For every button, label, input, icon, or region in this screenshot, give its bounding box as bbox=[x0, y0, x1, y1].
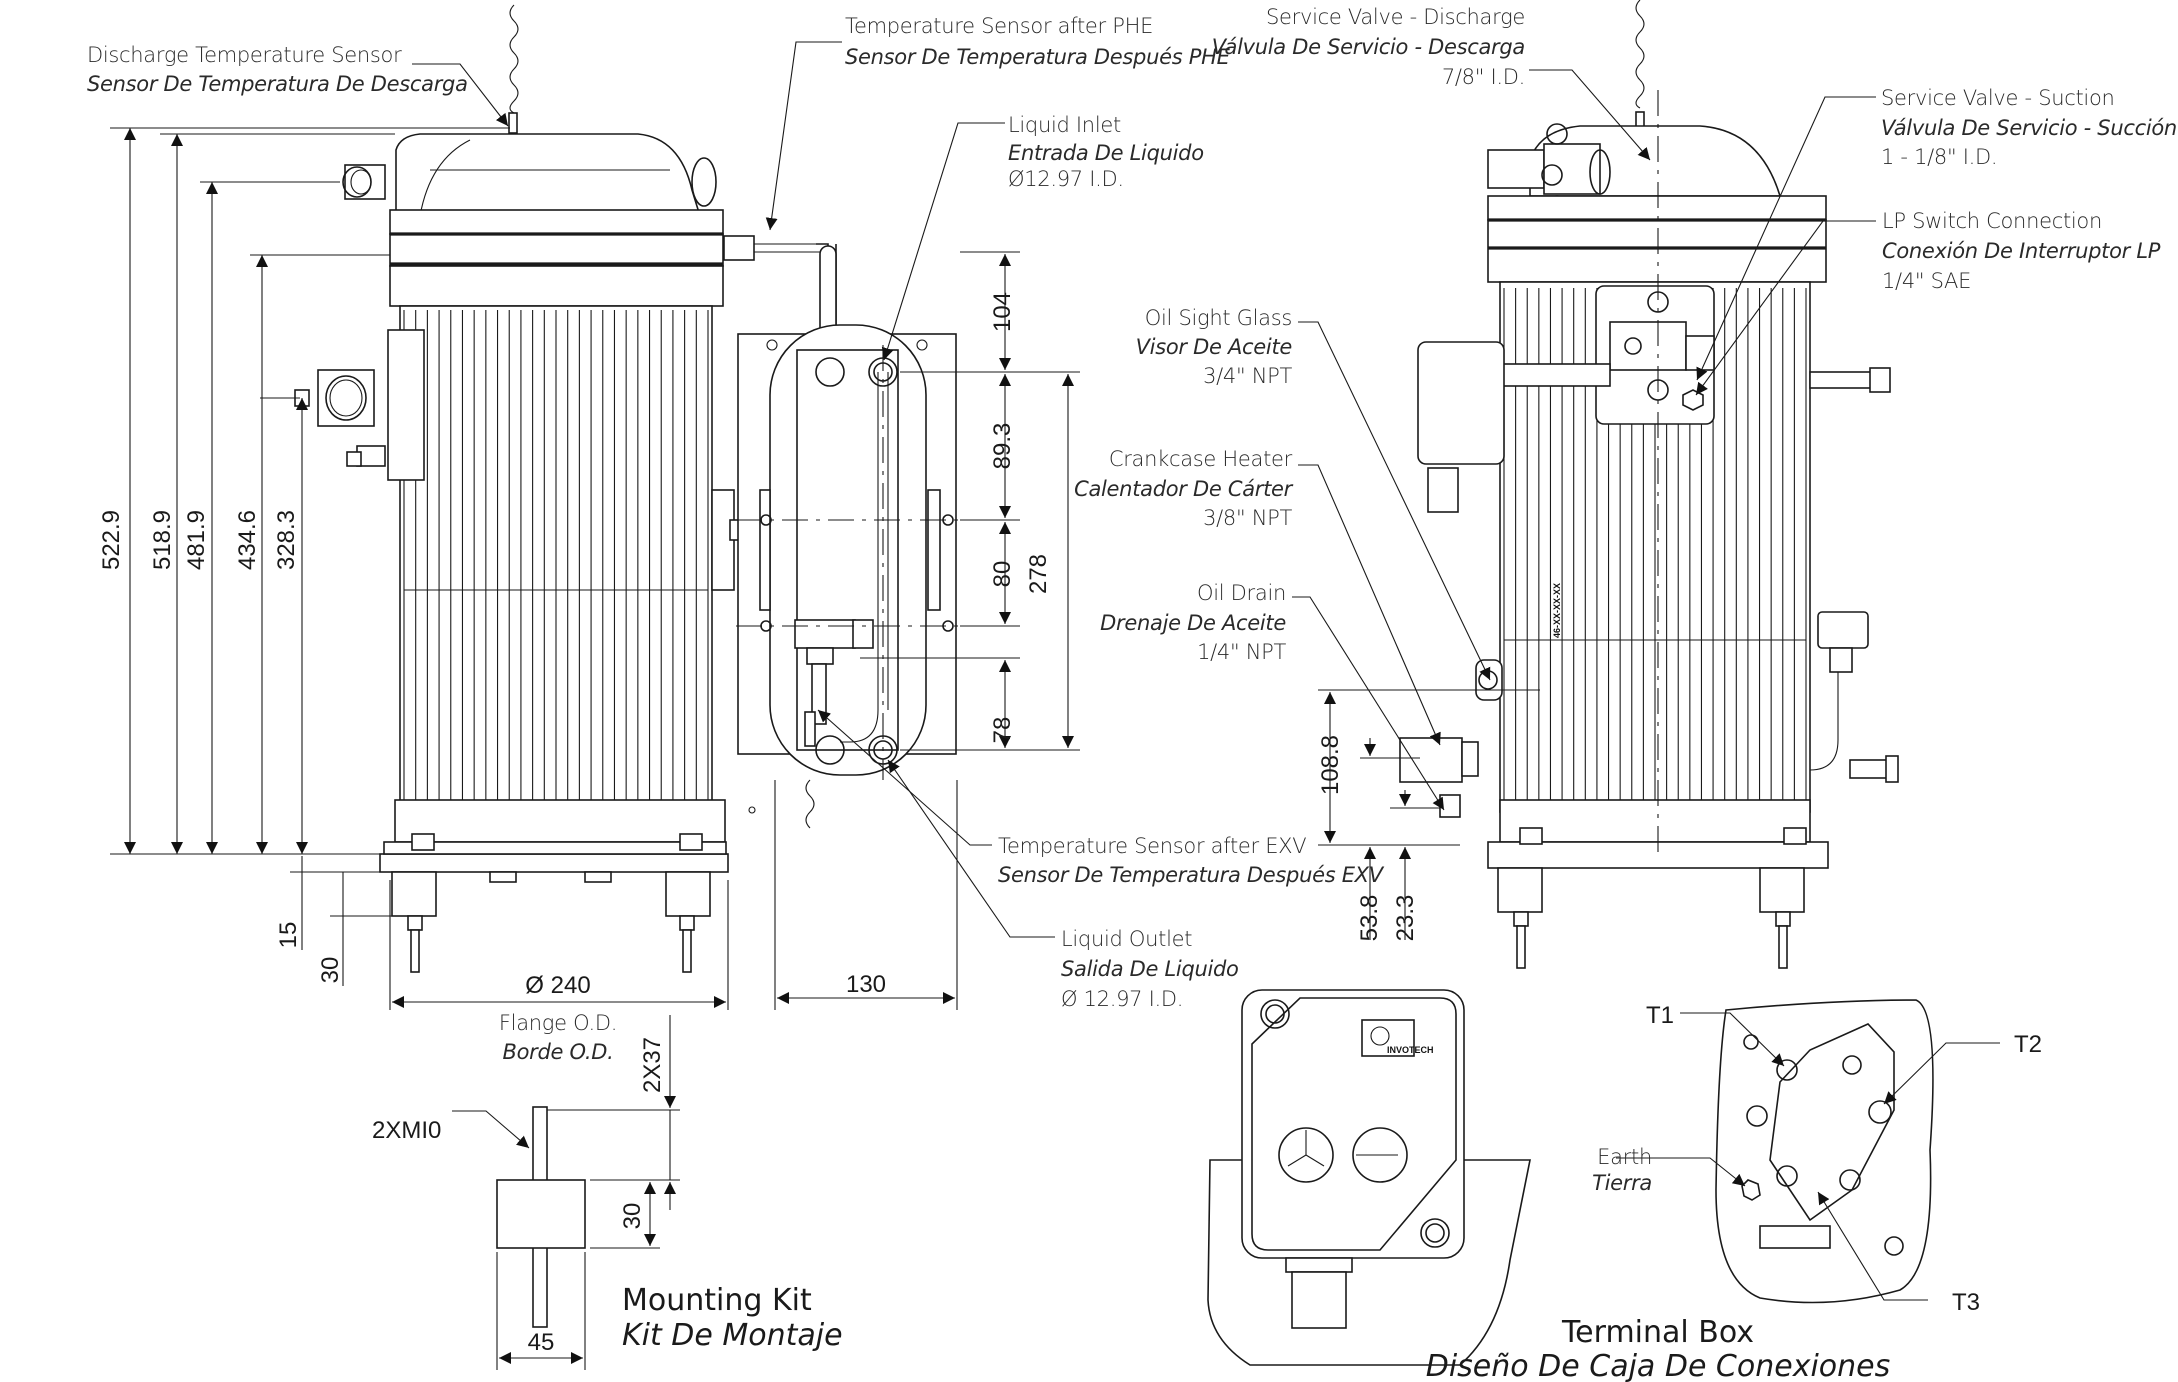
label-temp-sensor-after-exv-es: Sensor De Temperatura Después EXV bbox=[998, 863, 1385, 887]
dim-78: 78 bbox=[989, 717, 1016, 744]
dim-108-8: 108.8 bbox=[1317, 735, 1344, 795]
label-liquid-outlet: Liquid Outlet bbox=[1061, 927, 1192, 951]
label-service-valve-discharge-es: Válvula De Servicio - Descarga bbox=[1212, 35, 1525, 59]
label-oil-sight-glass: Oil Sight Glass bbox=[1145, 306, 1292, 330]
dim-15: 15 bbox=[275, 922, 302, 949]
label-oil-sight-glass-size: 3/4" NPT bbox=[1203, 364, 1292, 388]
dimension-lines bbox=[110, 127, 1540, 1364]
dimension-values: 522.9 518.9 481.9 434.6 328.3 15 30 Ø 24… bbox=[98, 292, 1419, 1356]
label-liquid-inlet-size: Ø12.97 I.D. bbox=[1008, 167, 1124, 191]
title-terminal-box-es: Diseño De Caja De Conexiones bbox=[1426, 1349, 1891, 1382]
label-liquid-inlet-es: Entrada De Liquido bbox=[1008, 141, 1204, 165]
label-flange-od-es: Borde O.D. bbox=[502, 1040, 613, 1064]
dim-434-6: 434.6 bbox=[234, 510, 261, 570]
serial-marking: 46-XX-XX-XX bbox=[1552, 583, 1562, 638]
label-terminal-t3: T3 bbox=[1952, 1289, 1980, 1316]
label-temp-sensor-after-phe: Temperature Sensor after PHE bbox=[845, 14, 1153, 38]
dim-23-3: 23.3 bbox=[1392, 895, 1419, 942]
dim-80: 80 bbox=[989, 561, 1016, 588]
section-titles: Mounting Kit Kit De Montaje Terminal Box… bbox=[622, 1283, 1890, 1382]
dim-278: 278 bbox=[1025, 554, 1052, 594]
label-earth: Earth bbox=[1597, 1145, 1652, 1169]
label-oil-sight-glass-es: Visor De Aceite bbox=[1136, 335, 1292, 359]
title-mounting-kit: Mounting Kit bbox=[622, 1283, 812, 1318]
title-mounting-kit-es: Kit De Montaje bbox=[622, 1318, 843, 1353]
label-service-valve-suction: Service Valve - Suction bbox=[1881, 86, 2115, 110]
label-stud-2xm10: 2XMI0 bbox=[372, 1117, 441, 1144]
label-liquid-outlet-es: Salida De Liquido bbox=[1061, 957, 1239, 981]
label-liquid-outlet-size: Ø 12.97 I.D. bbox=[1061, 987, 1183, 1011]
dim-2x37: 2X37 bbox=[639, 1037, 666, 1093]
dim-328-3: 328.3 bbox=[273, 510, 300, 570]
mounting-kit-view bbox=[496, 1106, 680, 1370]
label-service-valve-suction-size: 1 - 1/8" I.D. bbox=[1881, 145, 1997, 169]
label-oil-drain-es: Drenaje De Aceite bbox=[1100, 611, 1286, 635]
label-oil-drain: Oil Drain bbox=[1197, 581, 1286, 605]
label-service-valve-discharge-size: 7/8" I.D. bbox=[1442, 65, 1525, 89]
terminal-box-cover-view: INVOTECH bbox=[1207, 989, 1531, 1366]
dim-kit-30: 30 bbox=[619, 1203, 646, 1230]
brand-logo-text: INVOTECH bbox=[1387, 1045, 1434, 1055]
label-lp-switch-size: 1/4" SAE bbox=[1882, 269, 1971, 293]
dim-104: 104 bbox=[989, 292, 1016, 332]
label-lp-switch-es: Conexión De Interruptor LP bbox=[1882, 239, 2161, 263]
callout-labels: Discharge Temperature Sensor Sensor De T… bbox=[87, 5, 2177, 1316]
label-terminal-t2: T2 bbox=[2014, 1031, 2042, 1058]
label-flange-od: Flange O.D. bbox=[499, 1011, 617, 1035]
label-lp-switch: LP Switch Connection bbox=[1882, 209, 2102, 233]
plate-heat-exchanger-view bbox=[736, 324, 960, 829]
label-earth-es: Tierra bbox=[1592, 1171, 1652, 1195]
label-discharge-temp-sensor-es: Sensor De Temperatura De Descarga bbox=[87, 72, 468, 96]
label-service-valve-suction-es: Válvula De Servicio - Succión bbox=[1881, 116, 2177, 140]
right-compressor-view: 46-XX-XX-XX bbox=[1399, 0, 1899, 969]
label-crankcase-heater: Crankcase Heater bbox=[1109, 447, 1293, 471]
label-crankcase-heater-es: Calentador De Cárter bbox=[1074, 477, 1294, 501]
label-liquid-inlet: Liquid Inlet bbox=[1008, 113, 1121, 137]
label-oil-drain-size: 1/4" NPT bbox=[1197, 640, 1286, 664]
left-compressor-view bbox=[294, 4, 837, 973]
label-temp-sensor-after-phe-es: Sensor De Temperatura Después PHE bbox=[845, 45, 1231, 69]
dim-kit-45: 45 bbox=[528, 1329, 555, 1356]
title-terminal-box: Terminal Box bbox=[1561, 1315, 1754, 1350]
label-discharge-temp-sensor: Discharge Temperature Sensor bbox=[87, 43, 402, 67]
label-service-valve-discharge: Service Valve - Discharge bbox=[1266, 5, 1525, 29]
label-crankcase-heater-size: 3/8" NPT bbox=[1203, 506, 1292, 530]
label-terminal-t1: T1 bbox=[1646, 1002, 1674, 1029]
label-temp-sensor-after-exv: Temperature Sensor after EXV bbox=[998, 834, 1306, 858]
dim-30: 30 bbox=[317, 957, 344, 984]
dim-522-9: 522.9 bbox=[98, 510, 125, 570]
leader-lines bbox=[412, 41, 2000, 1301]
dim-phe-130: 130 bbox=[846, 971, 886, 998]
dim-89-3: 89.3 bbox=[989, 423, 1016, 470]
dim-flange-240: Ø 240 bbox=[525, 972, 590, 999]
dim-53-8: 53.8 bbox=[1356, 895, 1383, 942]
dim-481-9: 481.9 bbox=[183, 510, 210, 570]
terminal-box-interior-view bbox=[1715, 999, 1934, 1304]
dim-518-9: 518.9 bbox=[149, 510, 176, 570]
